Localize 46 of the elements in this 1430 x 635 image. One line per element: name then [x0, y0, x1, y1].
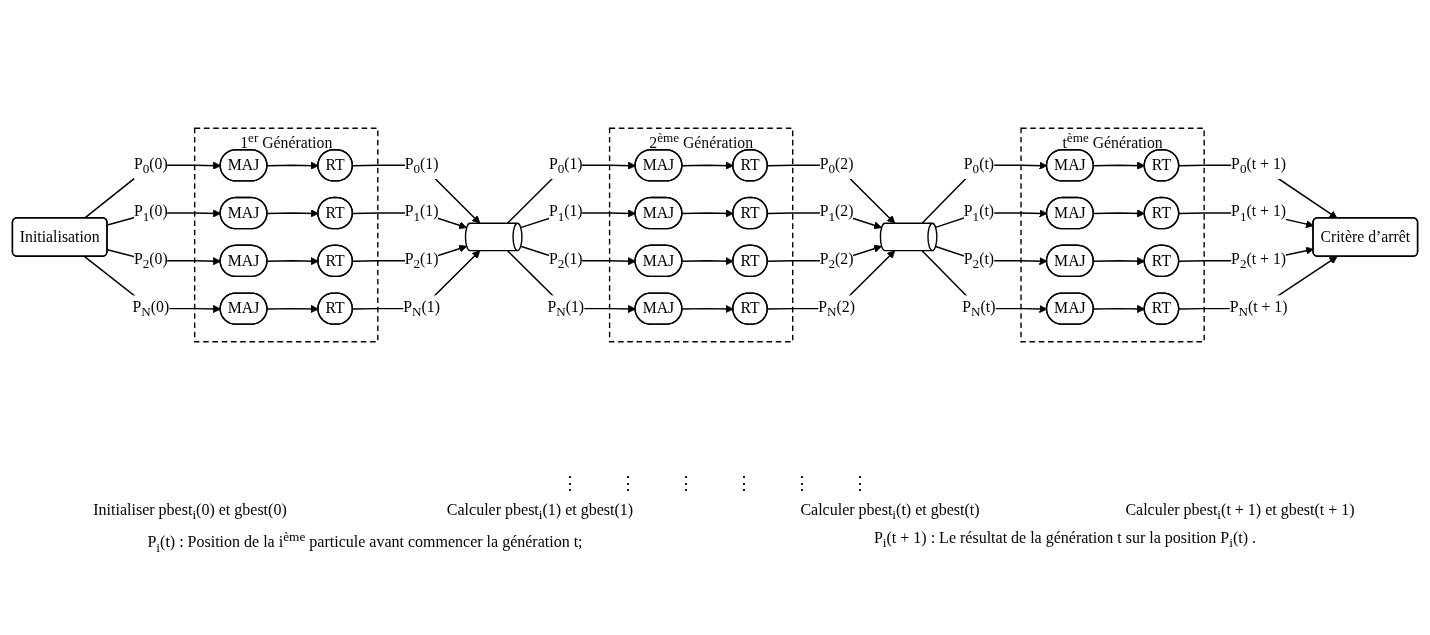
edge-label: P$_{N}$(t + 1): [1229, 298, 1288, 319]
arrow: [681, 257, 734, 266]
edge-label: P$_{1}$(1): [404, 202, 439, 224]
edge-label: P$_{N}$(1): [547, 298, 585, 319]
node-cylinder: [464, 222, 523, 252]
edge-label: P$_{2}$(1): [404, 250, 439, 272]
arrow: [266, 304, 319, 314]
ellipsis-mark: ⋮: [793, 472, 811, 494]
note-text: P$_{i}$(t + 1) : Le résultat de la génération t sur la position P$_{i}$(t) .: [872, 529, 1258, 553]
ellipsis-mark: ⋮: [735, 472, 753, 494]
note-text: Calculer pbest$_{i}$(t + 1) et gbest(t + 1): [1124, 501, 1356, 524]
edge-label: P$_{N}$(0): [132, 298, 170, 319]
edge-label: P$_{2}$(t): [963, 250, 995, 272]
edge-label: P$_{N}$(1): [403, 298, 440, 319]
edge-label: P$_{0}$(0): [133, 154, 168, 176]
edge-label: P$_{2}$(1): [548, 250, 583, 272]
edge-label: P$_{1}$(1): [548, 202, 583, 224]
edge-label: P$_{1}$(t): [963, 202, 995, 224]
arrow: [681, 161, 734, 170]
edge-label: P$_{1}$(0): [133, 202, 168, 224]
note-text: Calculer pbest$_{i}$(t) et gbest(t): [799, 501, 981, 524]
arrow: [681, 304, 734, 314]
ellipsis-mark: ⋮: [677, 472, 695, 494]
arrow: [266, 161, 319, 170]
edge-label: P$_{0}$(2): [819, 154, 854, 176]
edge-label: P$_{2}$(0): [133, 250, 168, 272]
edge-label: P$_{N}$(2): [818, 298, 855, 319]
node-cylinder: [879, 222, 938, 252]
edge-label: P$_{2}$(t + 1): [1231, 250, 1287, 272]
note-text: Initialiser pbest$_{i}$(0) et gbest(0): [92, 501, 288, 524]
edge-label: P$_{1}$(2): [819, 202, 854, 224]
edge-label: P$_{2}$(2): [819, 250, 854, 272]
note-text: P$_{i}$(t) : Position de la i$^{ème}$ particule avant commencer la génération t;: [146, 529, 584, 556]
arrow: [266, 209, 319, 218]
note-text: Calculer pbest$_{i}$(1) et gbest(1): [445, 501, 635, 524]
ellipsis-mark: ⋮: [851, 472, 869, 494]
edge-label: P$_{N}$(t): [962, 298, 996, 319]
arrow: [681, 209, 734, 218]
edge-label: P$_{0}$(1): [404, 154, 439, 176]
edge-label: P$_{1}$(t + 1): [1231, 202, 1287, 224]
ellipsis-mark: ⋮: [561, 472, 579, 494]
edge-label: P$_{0}$(t): [963, 154, 995, 176]
arrow: [266, 257, 319, 266]
edge-label: P$_{0}$(1): [548, 154, 583, 176]
ellipsis-mark: ⋮: [619, 472, 637, 494]
edge-label: P$_{0}$(t + 1): [1231, 154, 1287, 176]
